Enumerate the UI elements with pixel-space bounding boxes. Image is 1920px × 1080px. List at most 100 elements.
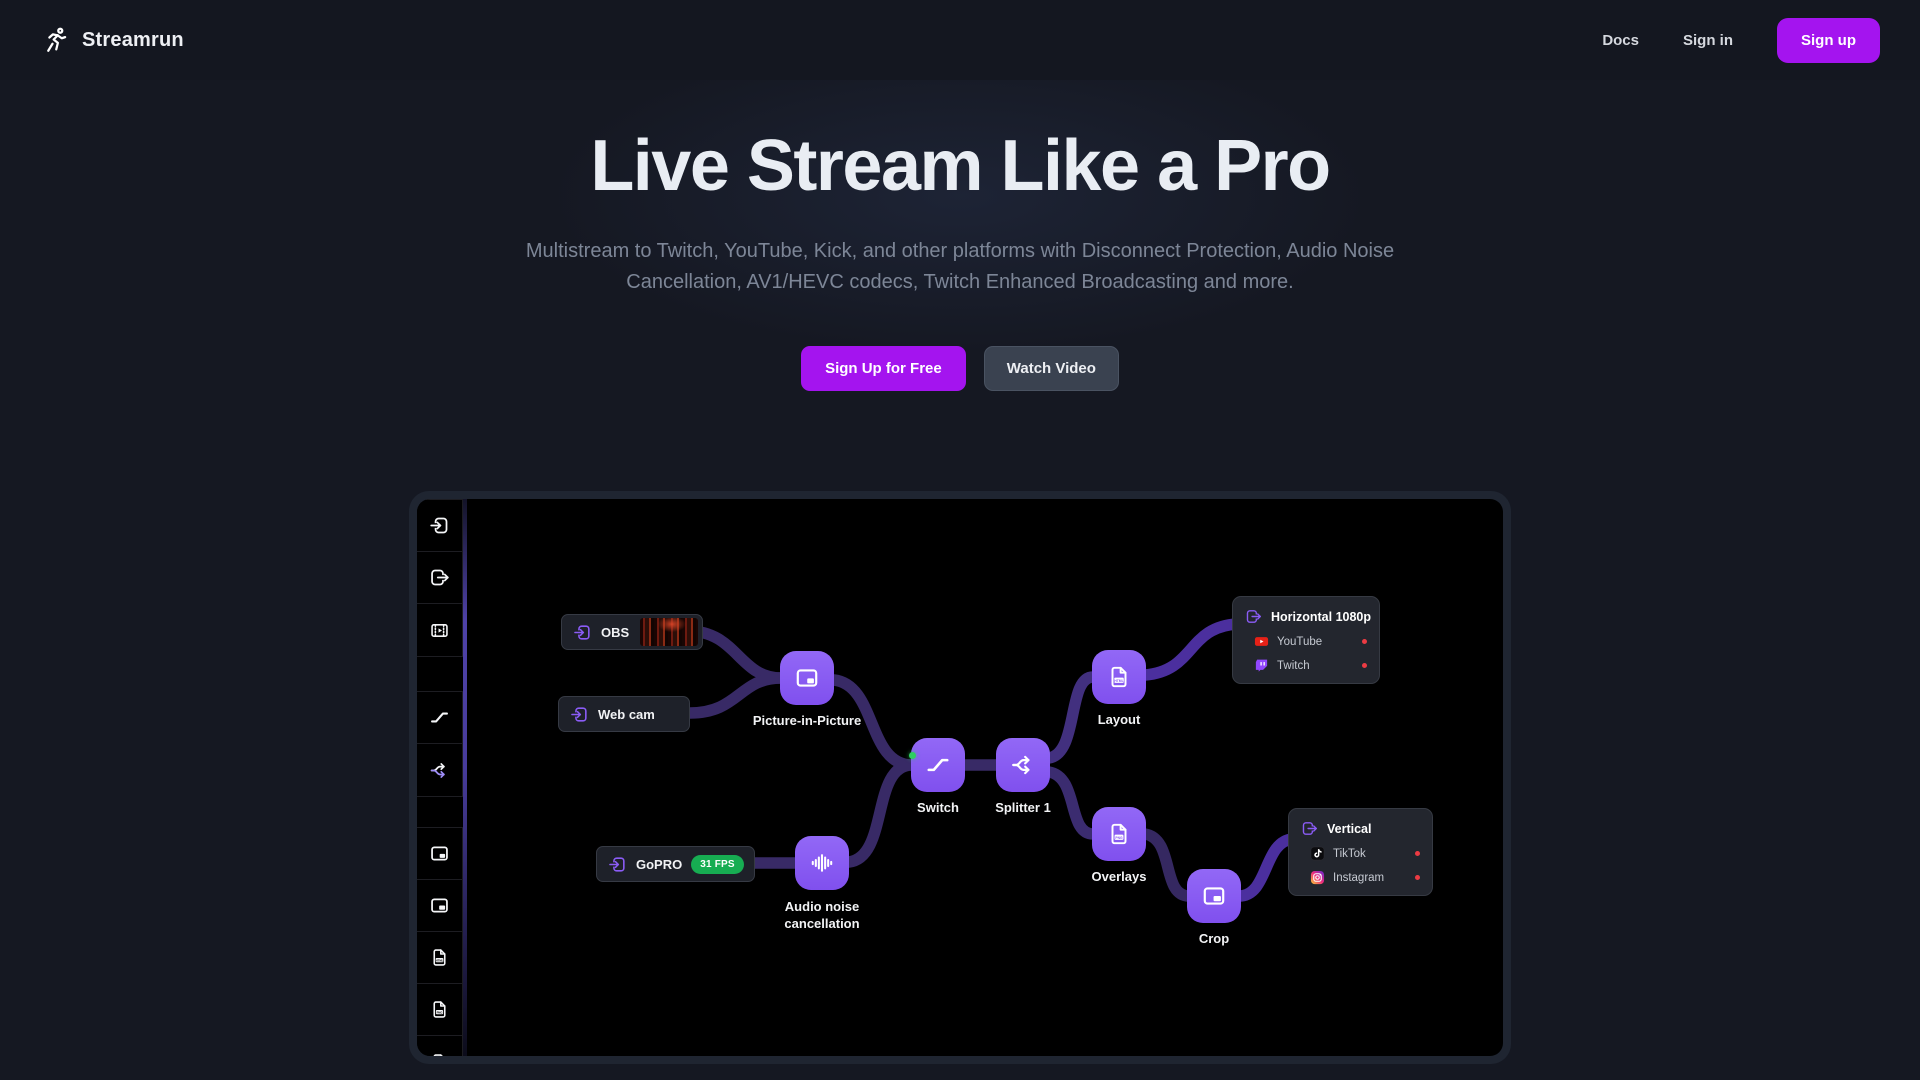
crop-icon bbox=[1201, 883, 1227, 909]
hero-subtitle: Multistream to Twitch, YouTube, Kick, an… bbox=[525, 240, 1395, 293]
live-status-dot bbox=[1415, 875, 1420, 880]
node-label: GoPRO bbox=[636, 856, 683, 872]
stream-graph-canvas: OBS Web cam GoPRO 31 FPS Picture-in-Pict… bbox=[417, 499, 1503, 1056]
destination-row-youtube[interactable]: YouTube bbox=[1254, 634, 1367, 649]
node-label: Switch bbox=[917, 800, 959, 815]
destination-row-twitch[interactable]: Twitch bbox=[1254, 658, 1367, 673]
rail-png-tool[interactable] bbox=[417, 984, 462, 1036]
splitter-icon bbox=[429, 760, 450, 781]
node-switch[interactable]: Switch bbox=[909, 738, 965, 815]
picture-in-picture-icon bbox=[429, 843, 450, 864]
hero-title: Live Stream Like a Pro bbox=[590, 126, 1331, 206]
output-icon bbox=[429, 567, 450, 588]
rail-html-tool[interactable] bbox=[417, 932, 462, 984]
fps-badge: 31 FPS bbox=[691, 854, 744, 874]
edge-layout-horizontal bbox=[1139, 618, 1243, 681]
live-status-dot bbox=[1362, 639, 1367, 644]
node-picture-in-picture[interactable]: Picture-in-Picture bbox=[753, 651, 861, 728]
destination-name: Twitch bbox=[1277, 659, 1310, 672]
stream-graph-frame: OBS Web cam GoPRO 31 FPS Picture-in-Pict… bbox=[409, 491, 1511, 1064]
output-panel-header: Horizontal 1080p bbox=[1245, 608, 1371, 625]
edge-overlays-crop bbox=[1139, 828, 1195, 902]
online-status-dot bbox=[909, 752, 916, 759]
output-panel-vertical[interactable]: Vertical TikTok Instagram bbox=[1288, 808, 1433, 896]
node-layout[interactable]: Layout bbox=[1092, 650, 1146, 727]
rail-divider bbox=[463, 499, 467, 1056]
live-status-dot bbox=[1415, 851, 1420, 856]
switch-icon bbox=[429, 707, 450, 728]
node-splitter[interactable]: Splitter 1 bbox=[995, 738, 1051, 815]
edge-splitter-layout bbox=[1043, 671, 1099, 764]
input-icon bbox=[573, 623, 592, 642]
node-label: Overlays bbox=[1091, 869, 1147, 884]
tiktok-icon bbox=[1310, 846, 1325, 861]
rail-group-effects bbox=[417, 827, 463, 1056]
picture-in-picture-icon bbox=[794, 665, 820, 691]
youtube-icon bbox=[1254, 634, 1269, 649]
node-gopro[interactable]: GoPRO 31 FPS bbox=[596, 846, 755, 882]
watch-video-button[interactable]: Watch Video bbox=[983, 346, 1119, 391]
tool-rail bbox=[417, 499, 463, 1056]
node-crop[interactable]: Crop bbox=[1187, 869, 1241, 946]
output-title: Vertical bbox=[1327, 821, 1372, 836]
destination-name: YouTube bbox=[1277, 635, 1323, 648]
node-audio-noise-cancellation[interactable]: Audio noise cancellation bbox=[784, 836, 860, 931]
output-icon bbox=[1245, 608, 1262, 625]
output-title: Horizontal 1080p bbox=[1271, 609, 1372, 624]
obs-preview-thumbnail bbox=[640, 618, 699, 646]
png-file-icon bbox=[429, 999, 450, 1020]
rail-media-tool[interactable] bbox=[417, 604, 462, 656]
node-label: Crop bbox=[1198, 931, 1230, 946]
html-file-icon bbox=[429, 947, 450, 968]
input-icon bbox=[429, 515, 450, 536]
edge-webcam-pip bbox=[684, 672, 787, 719]
rail-input-tool[interactable] bbox=[417, 500, 462, 552]
twitch-icon bbox=[1254, 658, 1269, 673]
hero-section: Live Stream Like a Pro Multistream to Tw… bbox=[0, 126, 1920, 391]
media-icon bbox=[429, 620, 450, 641]
instagram-icon bbox=[1310, 870, 1325, 885]
signup-free-button[interactable]: Sign Up for Free bbox=[801, 346, 966, 391]
rail-group-routing bbox=[417, 691, 463, 797]
output-icon bbox=[1301, 820, 1318, 837]
edge-splitter-overlays bbox=[1043, 766, 1099, 840]
brand-name: Streamrun bbox=[82, 28, 184, 51]
input-icon bbox=[608, 855, 627, 874]
switch-icon bbox=[925, 752, 951, 778]
edge-crop-vertical bbox=[1233, 833, 1299, 902]
nav-link-docs[interactable]: Docs bbox=[1602, 31, 1639, 49]
node-label: Splitter 1 bbox=[995, 800, 1051, 815]
rail-output-tool[interactable] bbox=[417, 552, 462, 604]
rail-videofile-tool[interactable] bbox=[417, 1036, 462, 1056]
nav-link-signin[interactable]: Sign in bbox=[1683, 31, 1733, 49]
signup-button[interactable]: Sign up bbox=[1777, 17, 1880, 63]
rail-pip-tool[interactable] bbox=[417, 828, 462, 880]
output-panel-horizontal[interactable]: Horizontal 1080p YouTube Twitch bbox=[1232, 596, 1380, 684]
edge-anc-switch bbox=[843, 759, 918, 868]
splitter-icon bbox=[1010, 752, 1036, 778]
destination-row-tiktok[interactable]: TikTok bbox=[1310, 846, 1420, 861]
destination-name: TikTok bbox=[1333, 847, 1366, 860]
node-overlays[interactable]: Overlays bbox=[1092, 807, 1146, 884]
html-file-icon bbox=[1106, 664, 1132, 690]
node-obs[interactable]: OBS bbox=[561, 614, 704, 650]
output-panel-header: Vertical bbox=[1301, 820, 1420, 837]
node-label: OBS bbox=[601, 624, 630, 640]
node-label: Picture-in-Picture bbox=[752, 713, 862, 728]
runner-logo-icon bbox=[40, 25, 70, 55]
nav-links: Docs Sign in Sign up bbox=[1602, 17, 1880, 63]
rail-switch-tool[interactable] bbox=[417, 692, 462, 744]
node-label: Web cam bbox=[598, 706, 655, 722]
rail-splitter-tool[interactable] bbox=[417, 744, 462, 796]
picture-in-picture-alt-icon bbox=[429, 895, 450, 916]
rail-pip-alt-tool[interactable] bbox=[417, 880, 462, 932]
video-file-icon bbox=[429, 1052, 450, 1057]
node-webcam[interactable]: Web cam bbox=[558, 696, 690, 732]
destination-name: Instagram bbox=[1333, 871, 1385, 884]
audio-waveform-icon bbox=[809, 850, 835, 876]
input-icon bbox=[570, 705, 589, 724]
destination-row-instagram[interactable]: Instagram bbox=[1310, 870, 1420, 885]
node-label: Audio noise cancellation bbox=[784, 899, 860, 931]
live-status-dot bbox=[1362, 663, 1367, 668]
brand[interactable]: Streamrun bbox=[40, 25, 184, 55]
